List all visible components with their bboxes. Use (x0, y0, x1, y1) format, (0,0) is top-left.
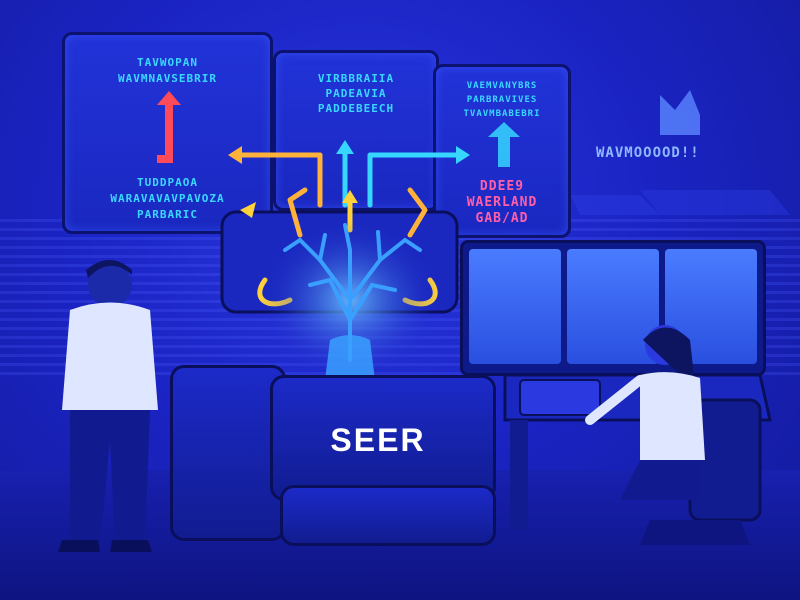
machine-front-panel (270, 375, 496, 501)
machine-base (280, 485, 496, 546)
left-panel-bottom-text: TUDDPAOA WARAVAVAVPAVOZA PARBARIC (110, 176, 225, 221)
side-ticker-text: WAVMOOOOD!! (596, 145, 700, 161)
middle-display-panel: VIRBBRAIIA PADEAVIA PADDEBEECH (273, 50, 439, 211)
left-panel-top-text: TAVWOPAN WAVMNAVSEBRIR (117, 56, 218, 85)
monitor-screen-1 (469, 249, 561, 364)
right-panel-top-text: VAEMVANYBRS PARBRAVIVES TVAVMBABEBRI (463, 81, 541, 119)
monitor-wall (460, 240, 766, 376)
right-panel-bottom-text: DDEE9 WAERLAND GAB/AD (466, 179, 538, 226)
left-display-panel: TAVWOPAN WAVMNAVSEBRIR TUDDPAOA WARAVAVA… (62, 32, 273, 234)
cyan-arrow-icon (488, 122, 520, 167)
middle-panel-top-text: VIRBBRAIIA PADEAVIA PADDEBEECH (317, 72, 395, 115)
machine-label: SEER (330, 422, 426, 458)
monitor-screen-2 (567, 249, 659, 364)
red-arrow-icon (157, 91, 181, 163)
seer-machine: SEER (170, 365, 500, 546)
